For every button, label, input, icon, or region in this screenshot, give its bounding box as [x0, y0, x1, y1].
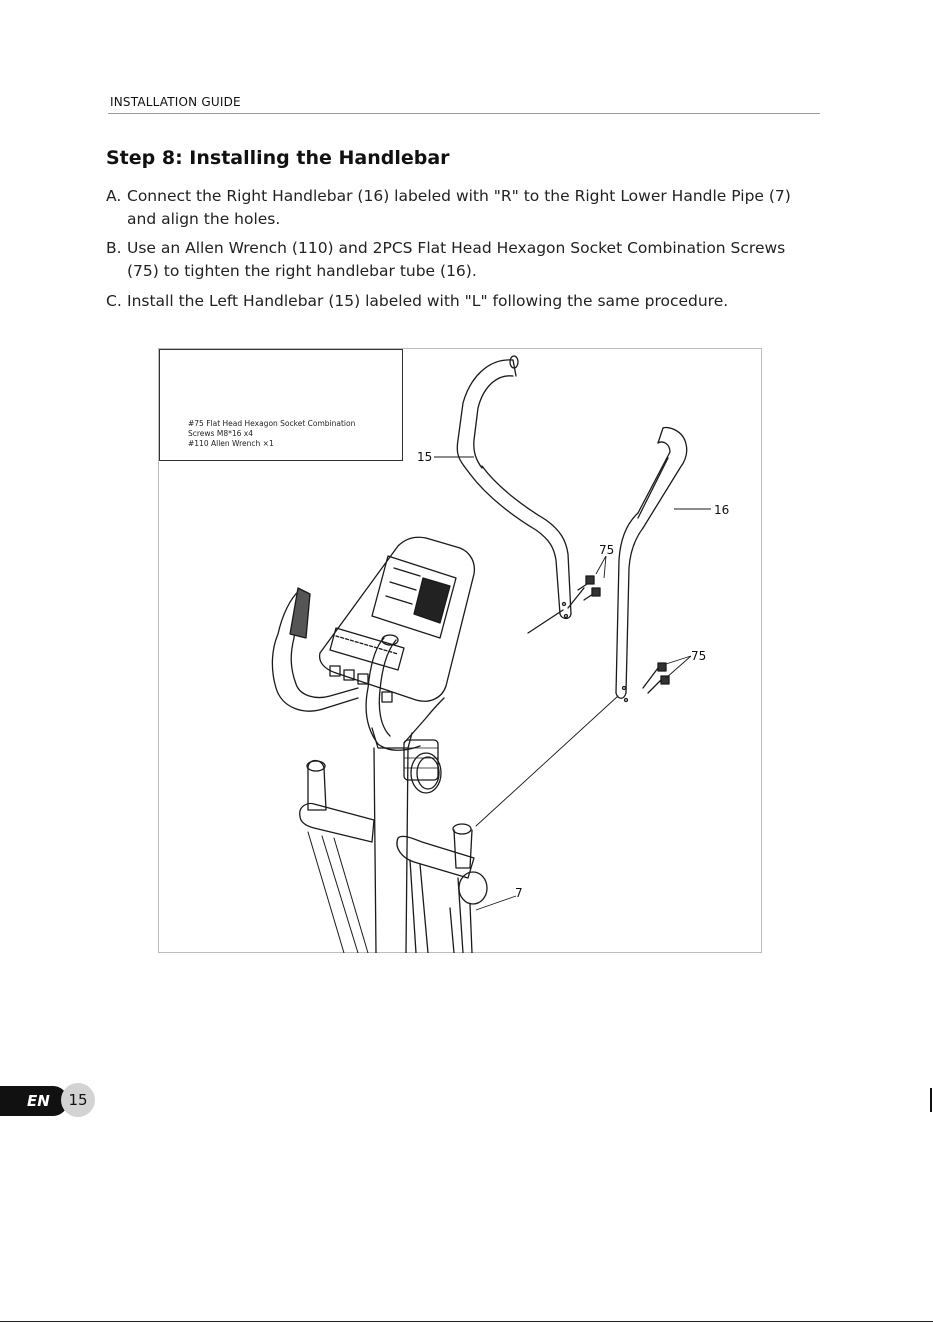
- leader-line-7: [475, 895, 517, 911]
- kit-line-wrench: #110 Allen Wrench ×1: [188, 439, 274, 448]
- console-drawing: [318, 536, 476, 703]
- leader-line-75-upper: [595, 555, 607, 579]
- instruction-text: Install the Left Handlebar (15) labeled …: [127, 292, 729, 310]
- instruction-letter: C.: [106, 292, 122, 310]
- instruction-a: A. Connect the Right Handlebar (16) label…: [106, 185, 821, 231]
- callout-left-handlebar: 15: [417, 450, 433, 464]
- pulse-grip-drawing: [271, 587, 421, 751]
- callout-lower-handle-pipe: 7: [515, 886, 523, 900]
- hardware-kit-text: #75 Flat Head Hexagon Socket Combination…: [188, 419, 393, 449]
- edge-mark: [930, 1088, 932, 1112]
- instruction-letter: B.: [106, 239, 122, 257]
- right-handlebar-drawing: [615, 426, 688, 703]
- instruction-text: Use an Allen Wrench (110) and 2PCS Flat …: [127, 239, 786, 257]
- callout-screws-lower: 75: [691, 649, 707, 663]
- instruction-text-continued: (75) to tighten the right handlebar tube…: [127, 262, 477, 280]
- kit-line-screw-size: Screws M8*16 x4: [188, 429, 253, 438]
- callout-screws-upper: 75: [599, 543, 615, 557]
- instruction-text-continued: and align the holes.: [127, 210, 281, 228]
- hardware-kit-box: [159, 349, 403, 461]
- page-number-badge: [61, 1083, 95, 1117]
- step-title: Step 8: Installing the Handlebar: [106, 147, 450, 169]
- mast-drawing: [371, 697, 445, 953]
- header-label: INSTALLATION GUIDE: [110, 95, 241, 109]
- assembly-figure-frame: [158, 348, 762, 953]
- resistance-knob-drawing: [403, 739, 442, 794]
- instruction-text: Connect the Right Handlebar (16) labeled…: [127, 187, 791, 205]
- left-handlebar-drawing: [456, 355, 572, 620]
- right-lower-pipe-drawing: [396, 823, 488, 953]
- screws-upper-drawing: [527, 575, 601, 634]
- header-divider: [108, 113, 820, 114]
- language-label: EN: [27, 1092, 50, 1110]
- callout-right-handlebar: 16: [714, 503, 730, 517]
- kit-line-screws: #75 Flat Head Hexagon Socket Combination: [188, 419, 356, 428]
- instruction-b: B. Use an Allen Wrench (110) and 2PCS Fla…: [106, 237, 821, 283]
- left-lower-pipe-drawing: [299, 759, 375, 953]
- screws-lower-drawing: [642, 662, 670, 694]
- leader-line-75-lower: [665, 655, 692, 679]
- language-tab: [0, 1086, 68, 1116]
- bottom-rule: [0, 1321, 933, 1322]
- page-number: 15: [68, 1091, 88, 1109]
- instruction-c: C. Install the Left Handlebar (15) labele…: [106, 290, 821, 313]
- instruction-letter: A.: [106, 187, 122, 205]
